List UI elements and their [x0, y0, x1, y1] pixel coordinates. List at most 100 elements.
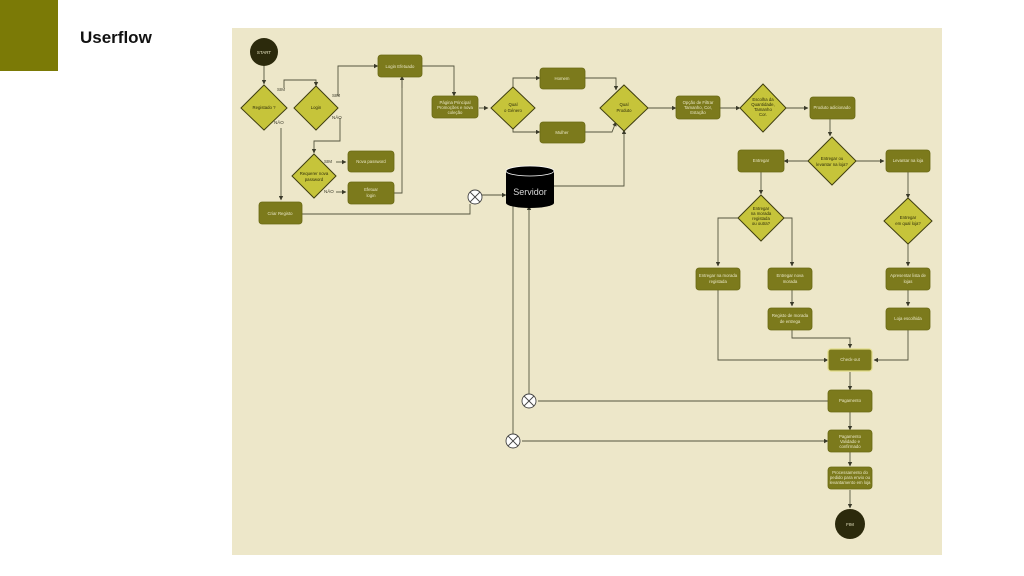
process-checkout[interactable]: Check-out: [827, 348, 873, 372]
decision-morada-line3: registada: [752, 216, 770, 221]
edge-criar-junction: [302, 204, 471, 215]
decision-morada[interactable]: Entregar na morada registada ou outra?: [737, 194, 785, 242]
process-registada-line1: Entregar na morada: [699, 273, 738, 278]
process-entregar-label: Entregar: [753, 158, 770, 163]
edge-label-nao: NÃO: [324, 188, 334, 194]
decision-entregar-line2: levantar na loja?: [816, 162, 848, 167]
process-pagamento-label: Pagamento: [839, 398, 862, 403]
decision-genero-line2: o Género: [504, 108, 523, 113]
process-produto-adicionado[interactable]: Produto adicionado: [809, 96, 856, 120]
process-checkout-label: Check-out: [840, 357, 860, 362]
process-filtrar-line1: Opção de Filtrar: [683, 100, 714, 105]
start-node[interactable]: START: [250, 38, 278, 66]
edge-morada-registada: [715, 217, 740, 267]
process-pagina-line3: coleção: [448, 110, 463, 115]
edge-label-nao: NÃO: [274, 119, 284, 125]
process-efetuar-line1: Efetuar: [364, 187, 378, 192]
process-criar-registo[interactable]: Criar Registo: [258, 201, 303, 225]
edge-registado-login: [283, 79, 319, 88]
decision-requerer-line1: Requerer nova: [300, 171, 329, 176]
process-nova-password-label: Nova password: [356, 159, 386, 164]
decision-morada-line2: na morada: [751, 211, 772, 216]
decision-escolha-line4: Cor.: [759, 112, 767, 117]
end-node[interactable]: FIM: [835, 509, 865, 539]
edge-escolhida-checkout: [873, 330, 909, 363]
edge-label-nao: NÃO: [332, 114, 342, 120]
decision-produto[interactable]: Qual Produto: [599, 84, 649, 132]
decision-login[interactable]: Login: [293, 85, 339, 131]
process-apresentar-line1: Apresentar lista de: [890, 273, 926, 278]
userflow-canvas: START FIM Registado ? Login Requerer nov…: [232, 28, 942, 555]
decision-escolha-line1: Escolha da: [752, 97, 774, 102]
decision-requerer-line2: password: [305, 177, 324, 182]
junction-icon: [505, 433, 521, 449]
process-processamento-line3: levantamento em loja: [830, 480, 871, 485]
edge-registada-checkout: [717, 290, 829, 363]
process-efetuar-login[interactable]: Efetuar login: [347, 181, 395, 205]
process-filtrar[interactable]: Opção de Filtrar Tamanho, Cor, Estação: [675, 95, 721, 120]
process-nova-password[interactable]: Nova password: [347, 150, 395, 173]
process-levantar-label: Levantar na loja: [893, 158, 924, 163]
process-escolhida-label: Loja escolhida: [894, 316, 922, 321]
process-entregar[interactable]: Entregar: [737, 149, 785, 173]
process-loja-escolhida[interactable]: Loja escolhida: [885, 307, 931, 331]
process-mulher[interactable]: Mulher: [539, 121, 586, 144]
edge-efetuar-login-line: [394, 76, 403, 194]
process-homem[interactable]: Homem: [539, 67, 586, 90]
process-processamento[interactable]: Processamento do pedido para envio ou le…: [827, 466, 873, 490]
process-validado-line3: confirmado: [839, 444, 861, 449]
process-apresentar-lojas[interactable]: Apresentar lista de lojas: [885, 267, 931, 291]
process-pagina-principal[interactable]: Página Principal Promoções e nova coleçã…: [431, 95, 479, 119]
process-registo-line1: Registo de morada: [772, 313, 809, 318]
process-validado-line1: Pagamento: [839, 434, 862, 439]
process-mulher-label: Mulher: [555, 130, 569, 135]
edge-login-efetuado: [337, 63, 379, 96]
edge-morada-nova: [782, 217, 795, 267]
decision-login-label: Login: [311, 105, 322, 110]
process-levantar[interactable]: Levantar na loja: [885, 149, 931, 173]
process-pagamento[interactable]: Pagamento: [827, 389, 873, 413]
process-pagina-line1: Página Principal: [439, 100, 470, 105]
database-label: Servidor: [513, 187, 547, 197]
decision-produto-line1: Qual: [619, 102, 628, 107]
edge-genero-homem: [512, 75, 541, 88]
decision-genero[interactable]: Qual o Género: [490, 86, 536, 130]
process-processamento-line2: pedido para envio ou: [830, 475, 871, 480]
decision-qual-loja[interactable]: Entregar em qual loja?: [883, 197, 933, 245]
process-nova-morada[interactable]: Entregar nova morada: [767, 267, 813, 291]
process-morada-registada[interactable]: Entregar na morada registada: [695, 267, 741, 291]
process-pagamento-validado[interactable]: Pagamento Validado e confirmado: [827, 429, 873, 453]
decision-morada-line1: Entregar: [753, 206, 770, 211]
decision-entregar-levantar[interactable]: Entregar ou levantar na loja?: [807, 136, 857, 186]
process-pagina-line2: Promoções e nova: [437, 105, 473, 110]
page-title: Userflow: [80, 28, 152, 47]
process-apresentar-line2: lojas: [904, 279, 913, 284]
process-filtrar-line3: Estação: [690, 110, 706, 115]
process-efetuar-line2: login: [366, 193, 376, 198]
decision-registado[interactable]: Registado ?: [240, 84, 288, 131]
edge-homem-produto: [585, 77, 619, 91]
decision-escolha[interactable]: Escolha da Quantidade, Tamanho Cor.: [739, 83, 787, 133]
edge-efetuado-pagina: [422, 65, 457, 97]
decision-registado-label: Registado ?: [253, 105, 277, 110]
edge-mulher-produto: [585, 121, 617, 133]
process-criar-registo-label: Criar Registo: [267, 211, 293, 216]
decision-escolha-line3: Tamanho: [754, 107, 772, 112]
process-validado-line2: Validado e: [840, 439, 861, 444]
process-login-efetuado[interactable]: Login Efetuado: [377, 54, 423, 78]
decision-produto-line2: Produto: [616, 108, 632, 113]
edge-registo-checkout: [791, 330, 853, 349]
flowchart: START FIM Registado ? Login Requerer nov…: [240, 38, 933, 539]
process-nova-morada-line1: Entregar nova: [777, 273, 805, 278]
edge-label-sim: SIM: [277, 87, 285, 92]
process-registo-morada[interactable]: Registo de morada de entrega: [767, 307, 813, 331]
junction-icon: [467, 189, 483, 205]
edge-label-sim: SIM: [324, 159, 332, 164]
junction-icon: [521, 393, 537, 409]
process-adicionado-label: Produto adicionado: [813, 105, 851, 110]
end-label: FIM: [846, 522, 854, 527]
decision-morada-line4: ou outra?: [752, 221, 771, 226]
process-login-efetuado-label: Login Efetuado: [386, 64, 416, 69]
decision-requerer-password[interactable]: Requerer nova password: [291, 153, 337, 199]
database-servidor[interactable]: Servidor: [505, 165, 555, 208]
